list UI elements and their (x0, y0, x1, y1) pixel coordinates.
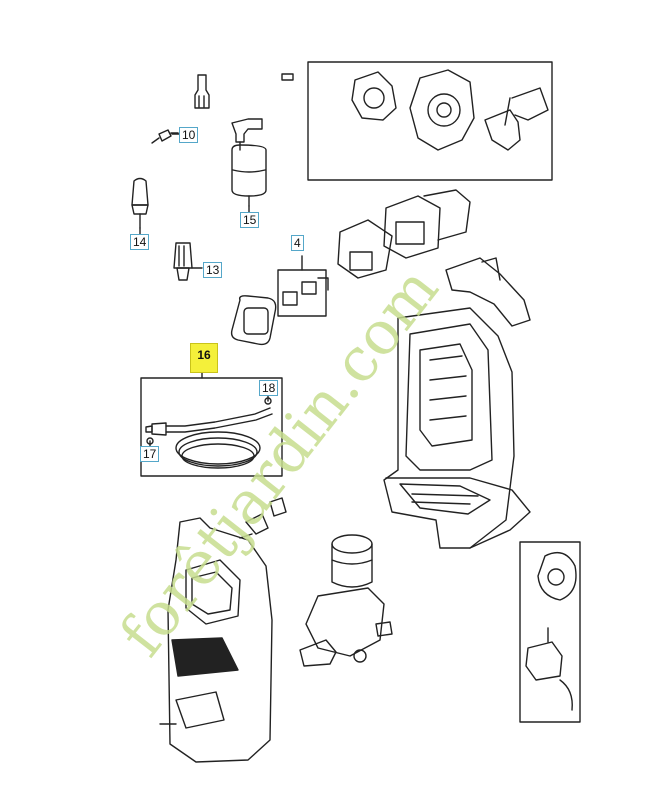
lower-right-frame (519, 541, 581, 723)
callout-18: 18 (259, 380, 279, 396)
part-10-connector (151, 129, 179, 144)
part-15-foam-bottle (231, 118, 267, 207)
lower-right-parts (525, 552, 577, 711)
callout-16: 16 (190, 343, 218, 373)
wand-top-part (194, 73, 294, 109)
wheel-kit-frame (307, 61, 553, 181)
wheel-kit (351, 69, 549, 151)
callout-17: 17 (140, 446, 160, 462)
inlet-grille (230, 295, 277, 346)
clip-parts (239, 497, 287, 539)
main-chassis (383, 307, 531, 549)
callout-14: 14 (130, 234, 150, 250)
high-pressure-hose (145, 397, 273, 469)
front-housing (159, 517, 273, 763)
part-16-box (140, 377, 283, 477)
callout-4: 4 (291, 235, 304, 251)
callout-13: 13 (203, 262, 223, 278)
part-4-box (277, 255, 329, 317)
callout-15: 15 (240, 212, 260, 228)
callout-10: 10 (179, 127, 199, 143)
hose-bracket (445, 257, 531, 327)
switch-housing (337, 189, 471, 279)
part-14-nozzle (131, 177, 149, 229)
part-13-nozzle (173, 242, 203, 281)
pump-unit (299, 534, 393, 667)
